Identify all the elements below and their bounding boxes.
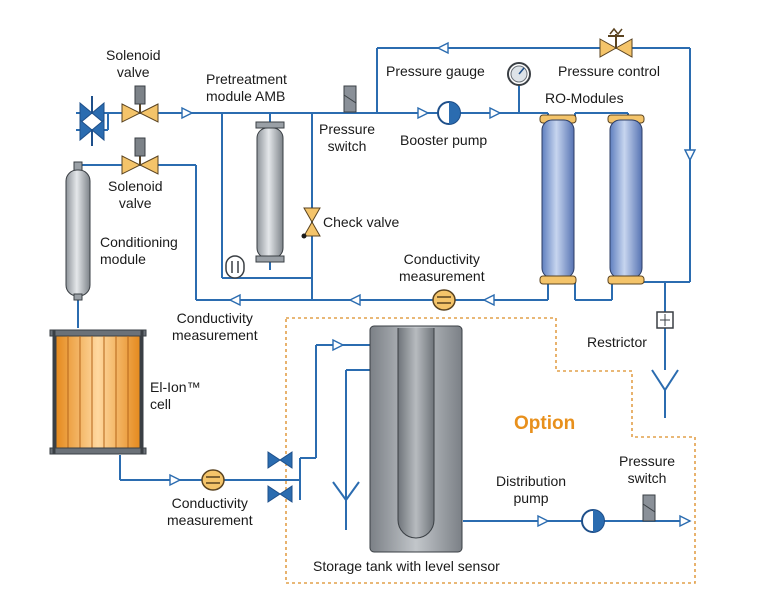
- pressure-switch-right-line2: switch: [627, 470, 667, 486]
- solenoid-valve-bottom-label: Solenoid valve: [108, 178, 163, 212]
- booster-pump: [437, 101, 461, 125]
- distribution-pump: [581, 509, 605, 533]
- check-valve: [301, 207, 321, 239]
- pretreatment-line1: Pretreatment: [206, 71, 287, 87]
- conductivity-bottom-line1: Conductivity: [171, 495, 248, 511]
- ro-modules-label: RO-Modules: [545, 90, 624, 106]
- pretreatment-label: Pretreatment module AMB: [206, 71, 287, 105]
- elion-cell-label: El-Ion™ cell: [150, 379, 201, 413]
- conductivity-mid-label: Conductivity measurement: [399, 251, 485, 285]
- booster-pump-label: Booster pump: [400, 132, 488, 148]
- option-boundary: [285, 317, 696, 584]
- pressure-switch-top-line2: switch: [327, 138, 367, 154]
- conductivity-left-line1: Conductivity: [176, 310, 253, 326]
- pressure-switch-right: [642, 494, 656, 522]
- solenoid-valve-bottom: [121, 137, 159, 175]
- conductivity-mid-line2: measurement: [399, 268, 485, 284]
- distribution-pump-label: Distribution pump: [496, 473, 566, 507]
- ro-module-2: [607, 114, 645, 285]
- restrictor: [656, 311, 674, 329]
- check-valve-label: Check valve: [323, 214, 400, 230]
- option-label: Option: [514, 413, 576, 434]
- pressure-gauge-label: Pressure gauge: [386, 63, 485, 79]
- solenoid-valve-bottom-line2: valve: [118, 195, 152, 211]
- conditioning-module: [65, 161, 91, 301]
- solenoid-valve-top-label: Solenoid valve: [106, 47, 161, 81]
- solenoid-valve-top: [121, 85, 159, 123]
- solenoid-valve-bottom-line1: Solenoid: [108, 178, 163, 194]
- pressure-switch-right-line1: Pressure: [619, 453, 676, 469]
- conductivity-mid-line1: Conductivity: [403, 251, 480, 267]
- distribution-pump-line2: pump: [513, 490, 549, 506]
- conditioning-line2: module: [100, 251, 146, 267]
- conditioning-label: Conditioning module: [100, 234, 178, 268]
- restrictor-label: Restrictor: [587, 334, 647, 350]
- storage-tank-label: Storage tank with level sensor: [313, 558, 500, 574]
- conductivity-left-label: Conductivity measurement: [172, 310, 258, 344]
- pressure-switch-top: [343, 85, 357, 113]
- pipes: [76, 47, 691, 530]
- conductivity-bottom-line2: measurement: [167, 512, 253, 528]
- conductivity-sensor-loop: [225, 255, 245, 279]
- distribution-pump-line1: Distribution: [496, 473, 567, 489]
- pretreatment-module: [255, 121, 285, 263]
- conductivity-sensor-mid: [432, 289, 456, 311]
- conditioning-line1: Conditioning: [100, 234, 178, 250]
- pressure-switch-right-label: Pressure switch: [619, 453, 675, 487]
- elion-cell-line1: El-Ion™: [150, 379, 201, 395]
- ro-module-1: [539, 114, 577, 285]
- pressure-control-valve: [599, 27, 633, 58]
- flow-arrows: [169, 41, 697, 528]
- conductivity-bottom-label: Conductivity measurement: [167, 495, 253, 529]
- drain-symbols: [332, 369, 679, 502]
- pressure-control-label: Pressure control: [558, 63, 660, 79]
- inlet-valves: [79, 96, 105, 146]
- pressure-switch-top-line1: Pressure: [319, 121, 376, 137]
- pressure-gauge: [507, 62, 531, 113]
- pretreatment-line2: module AMB: [206, 88, 286, 104]
- tank-inlet-valves: [267, 451, 293, 503]
- pressure-switch-top-label: Pressure switch: [319, 121, 375, 155]
- elion-cell-line2: cell: [150, 396, 172, 412]
- conductivity-sensor-bottom: [201, 469, 225, 491]
- solenoid-valve-top-line2: valve: [116, 64, 150, 80]
- storage-tank: [369, 325, 463, 553]
- el-ion-cell: [49, 329, 147, 455]
- solenoid-valve-top-line1: Solenoid: [106, 47, 161, 63]
- conductivity-left-line2: measurement: [172, 327, 258, 343]
